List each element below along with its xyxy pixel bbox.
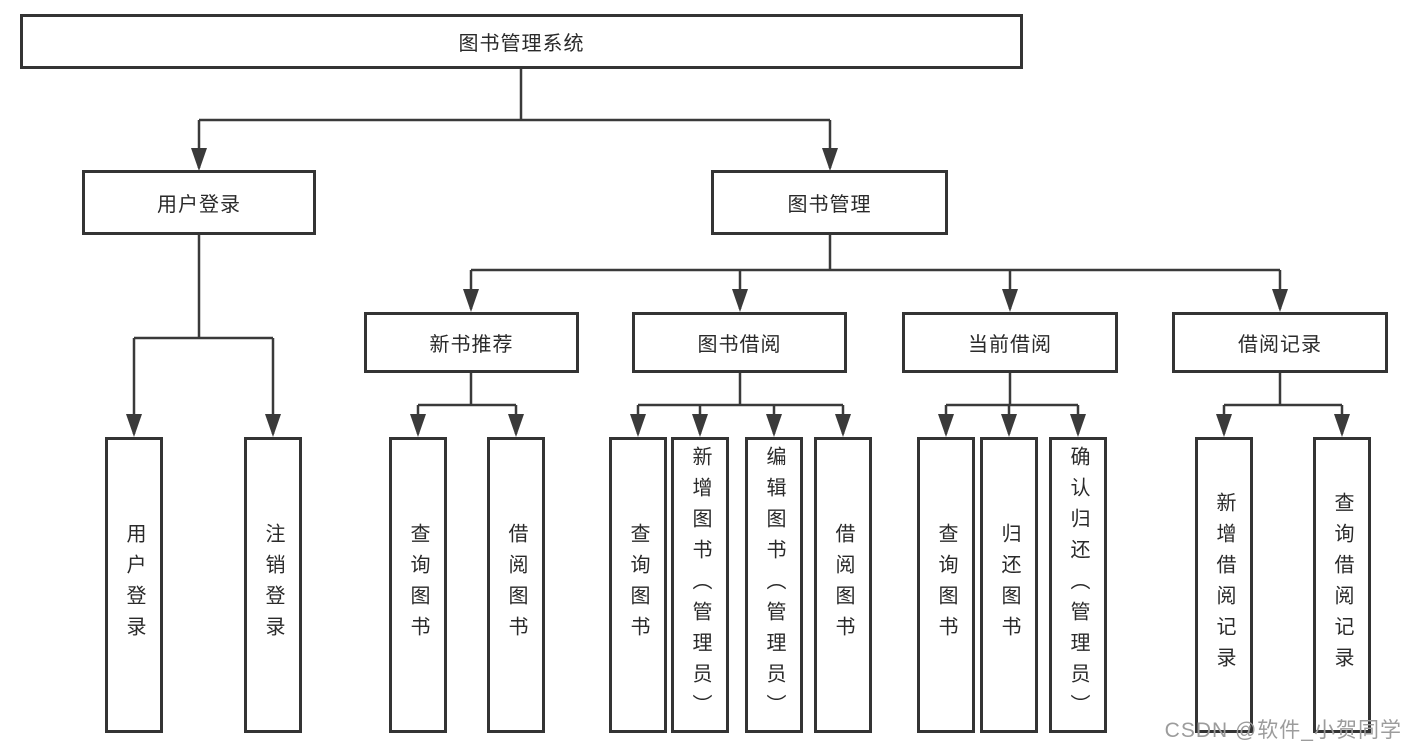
leaf-return-books: 归还图书 — [980, 437, 1038, 733]
leaf-borrow-books-recommendation: 借阅图书 — [487, 437, 545, 733]
leaf-user-login: 用户登录 — [105, 437, 163, 733]
node-label: 借阅图书 — [505, 523, 527, 647]
node-label: 查询图书 — [935, 523, 957, 647]
node-label: 新增图书（管理员） — [689, 445, 711, 725]
node-label: 编辑图书（管理员） — [763, 445, 785, 725]
node-new-book-recommendation: 新书推荐 — [364, 312, 579, 373]
node-book-management: 图书管理 — [711, 170, 948, 235]
node-label: 确认归还（管理员） — [1067, 445, 1089, 725]
leaf-query-borrow-record: 查询借阅记录 — [1313, 437, 1371, 733]
node-label: 用户登录 — [157, 194, 241, 216]
leaf-confirm-return-admin: 确认归还（管理员） — [1049, 437, 1107, 733]
node-label: 用户登录 — [123, 523, 145, 647]
leaf-logout: 注销登录 — [244, 437, 302, 733]
leaf-edit-book-admin: 编辑图书（管理员） — [745, 437, 803, 733]
csdn-watermark: CSDN @软件_小贺同学 — [1164, 719, 1402, 742]
leaf-add-book-admin: 新增图书（管理员） — [671, 437, 729, 733]
node-library-management-system: 图书管理系统 — [20, 14, 1023, 69]
leaf-add-borrow-record: 新增借阅记录 — [1195, 437, 1253, 733]
node-label: 借阅记录 — [1238, 334, 1322, 356]
node-label: 新增借阅记录 — [1213, 492, 1235, 678]
node-label: 图书管理系统 — [458, 33, 585, 55]
node-label: 借阅图书 — [832, 523, 854, 647]
leaf-borrow-books-borrowing: 借阅图书 — [814, 437, 872, 733]
node-label: 注销登录 — [262, 523, 284, 647]
node-borrowing-records: 借阅记录 — [1172, 312, 1388, 373]
leaf-query-books-recommendation: 查询图书 — [389, 437, 447, 733]
node-label: 当前借阅 — [968, 334, 1052, 356]
node-current-borrowing: 当前借阅 — [902, 312, 1118, 373]
arrowheads — [126, 148, 1350, 437]
node-label: 查询图书 — [407, 523, 429, 647]
node-label: 图书借阅 — [697, 334, 782, 356]
leaf-query-books-borrowing: 查询图书 — [609, 437, 667, 733]
node-book-borrowing: 图书借阅 — [632, 312, 847, 373]
node-user-login: 用户登录 — [82, 170, 316, 235]
node-label: 图书管理 — [787, 194, 872, 216]
node-label: 新书推荐 — [429, 334, 514, 356]
node-label: 查询图书 — [627, 523, 649, 647]
node-label: 归还图书 — [998, 523, 1020, 647]
leaf-query-books-current: 查询图书 — [917, 437, 975, 733]
node-label: 查询借阅记录 — [1331, 492, 1353, 678]
